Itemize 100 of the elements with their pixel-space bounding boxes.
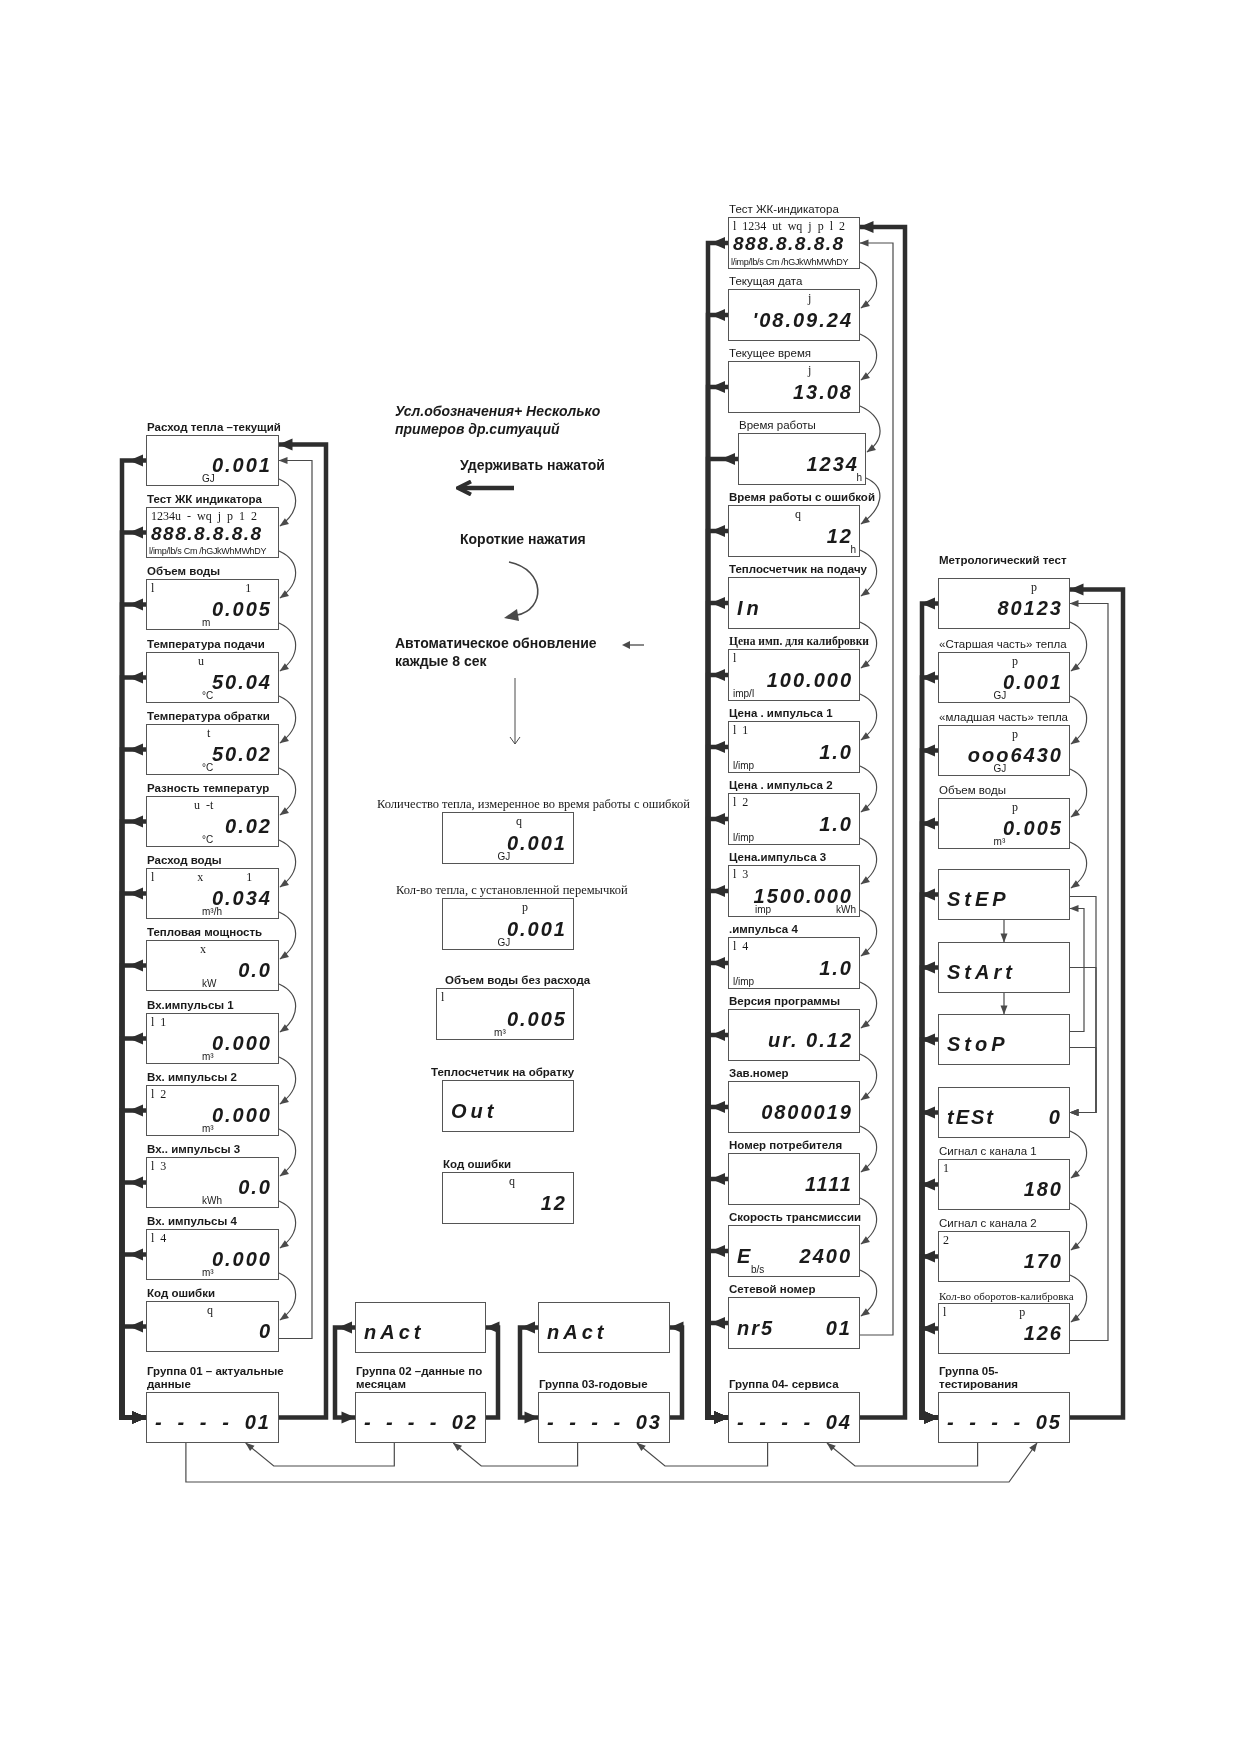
display-title: Тепловая мощность [147,926,263,939]
curved-arrow [859,1125,878,1173]
lcd-symbols: p [522,901,528,913]
display-title: Группа 01 – актуальные данные [147,1365,285,1391]
display-title: Цена . импульса 1 [729,707,833,720]
unit-label: m³ [202,1268,214,1278]
lcd-value: nAct [547,1322,608,1342]
curved-arrow [859,693,878,741]
unit-label: m³ [202,1124,214,1134]
lcd-value: 1500.000 [753,886,853,906]
lcd-value: 180 [1023,1179,1063,1199]
curved-arrow [278,1128,297,1177]
lcd-symbols: l 4 [151,1232,167,1244]
lcd-value: In [737,598,763,618]
display-title: Кол-во тепла, с установленной перемычкой [396,883,628,897]
curved-arrow [859,549,878,597]
lcd-value: 1.0 [819,742,853,762]
lcd-value: 1.0 [819,814,853,834]
lcd-value: - - - - 05 [947,1412,1062,1432]
lcd-symbols: q [795,508,801,520]
curved-arrow [1069,1130,1088,1179]
display-title: Теплосчетчик на обратку [431,1066,575,1079]
curved-arrow [859,621,878,669]
curved-arrow [859,1197,878,1245]
arrow [859,239,894,1336]
curved-arrow [278,695,297,744]
lcd-value: ur. 0.12 [768,1030,853,1050]
curved-arrow [278,1056,297,1105]
arrow [1069,1046,1097,1116]
lcd-value: 0.0 [238,960,272,980]
arrow [826,1442,979,1467]
lcd-symbols: l 3 [151,1160,167,1172]
lcd-value: nr5 01 [737,1318,852,1338]
lcd-value: StoP [947,1034,1009,1054]
lcd-value: '08.09.24 [752,310,853,330]
lcd-value: 13.08 [792,382,853,402]
unit-label: h [850,545,856,555]
arrow [1069,905,1085,1033]
lcd-value: 0.001 [506,833,567,853]
display-title: Расход воды [147,854,222,867]
display-title: Группа 02 –данные по месяцам [356,1365,484,1391]
unit-label: m³/h [202,907,222,917]
lcd-symbols: 1234u - wq j p 1 2 [151,510,257,522]
lcd-symbols: p [1012,801,1018,813]
unit-label: GJ [497,938,511,948]
lcd-symbols: q [509,1175,515,1187]
lcd-value: 888.8.8.8.8 [733,234,845,253]
unit-label: °C [202,835,214,845]
curved-arrow [859,261,878,309]
display-title: «младшая часть» тепла [939,711,1068,724]
arrow [636,1442,769,1467]
display-title: Сетевой номер [729,1283,816,1296]
unit-label: l/imp/lb/s Cm /hGJkWhMWhDY [149,547,267,556]
thick-arrow [332,1321,356,1424]
display-title: .импульса 4 [729,923,798,936]
display-title: Текущее время [729,347,812,360]
lcd-symbols: p [1031,581,1037,593]
lcd-value: 12 [826,526,853,546]
display-title: Объем воды [939,784,1006,797]
arrow [245,1442,395,1467]
lcd-value: 1.0 [819,958,853,978]
curved-arrow [859,333,878,381]
thick-arrow [1069,583,1126,1420]
display-title: Количество тепла, измеренное во время работы с ошибкой [377,797,690,811]
lcd-symbols: l 2 [151,1088,167,1100]
curved-arrow [278,1200,297,1249]
thick-arrow [517,1321,539,1424]
lcd-symbols: l 1 [151,582,252,594]
display-title: Код ошибки [443,1158,511,1171]
display-title: Сигнал с канала 1 [939,1145,1037,1158]
display-title: Текущая дата [729,275,803,288]
display-title: Время работы [739,419,816,432]
lcd-symbols: 2 [943,1234,949,1246]
curved-arrow [278,478,297,527]
lcd-display [938,942,1070,993]
curved-arrow [859,765,878,813]
unit-label: imp [755,905,772,915]
unit-label: l/imp/lb/s Cm /hGJkWhMWhDY [731,258,849,267]
lcd-symbols: x [200,943,206,955]
display-title: Объем воды [147,565,221,578]
curved-arrow [1069,621,1088,672]
lcd-symbols: p [1012,655,1018,667]
unit-label: b/s [751,1265,765,1275]
lcd-value: 0.02 [225,816,272,836]
lcd-symbols: j [808,364,812,376]
thick-arrow [859,221,908,1420]
lcd-symbols: u [198,655,204,667]
unit-label: h [856,473,862,483]
lcd-symbols: l [733,652,737,664]
display-title: Вх.импульсы 1 [147,999,234,1012]
curved-arrow [1069,695,1088,745]
lcd-value: 0.001 [211,455,272,475]
unit-label: kWh [836,905,856,915]
display-title: Расход тепла –текущий [147,421,281,434]
curved-arrow [1069,841,1088,889]
lcd-value: E 2400 [737,1246,852,1266]
lcd-symbols: t [207,727,211,739]
lcd-value: - - - - 03 [547,1412,662,1432]
lcd-display [938,869,1070,920]
curved-arrow [278,983,297,1033]
